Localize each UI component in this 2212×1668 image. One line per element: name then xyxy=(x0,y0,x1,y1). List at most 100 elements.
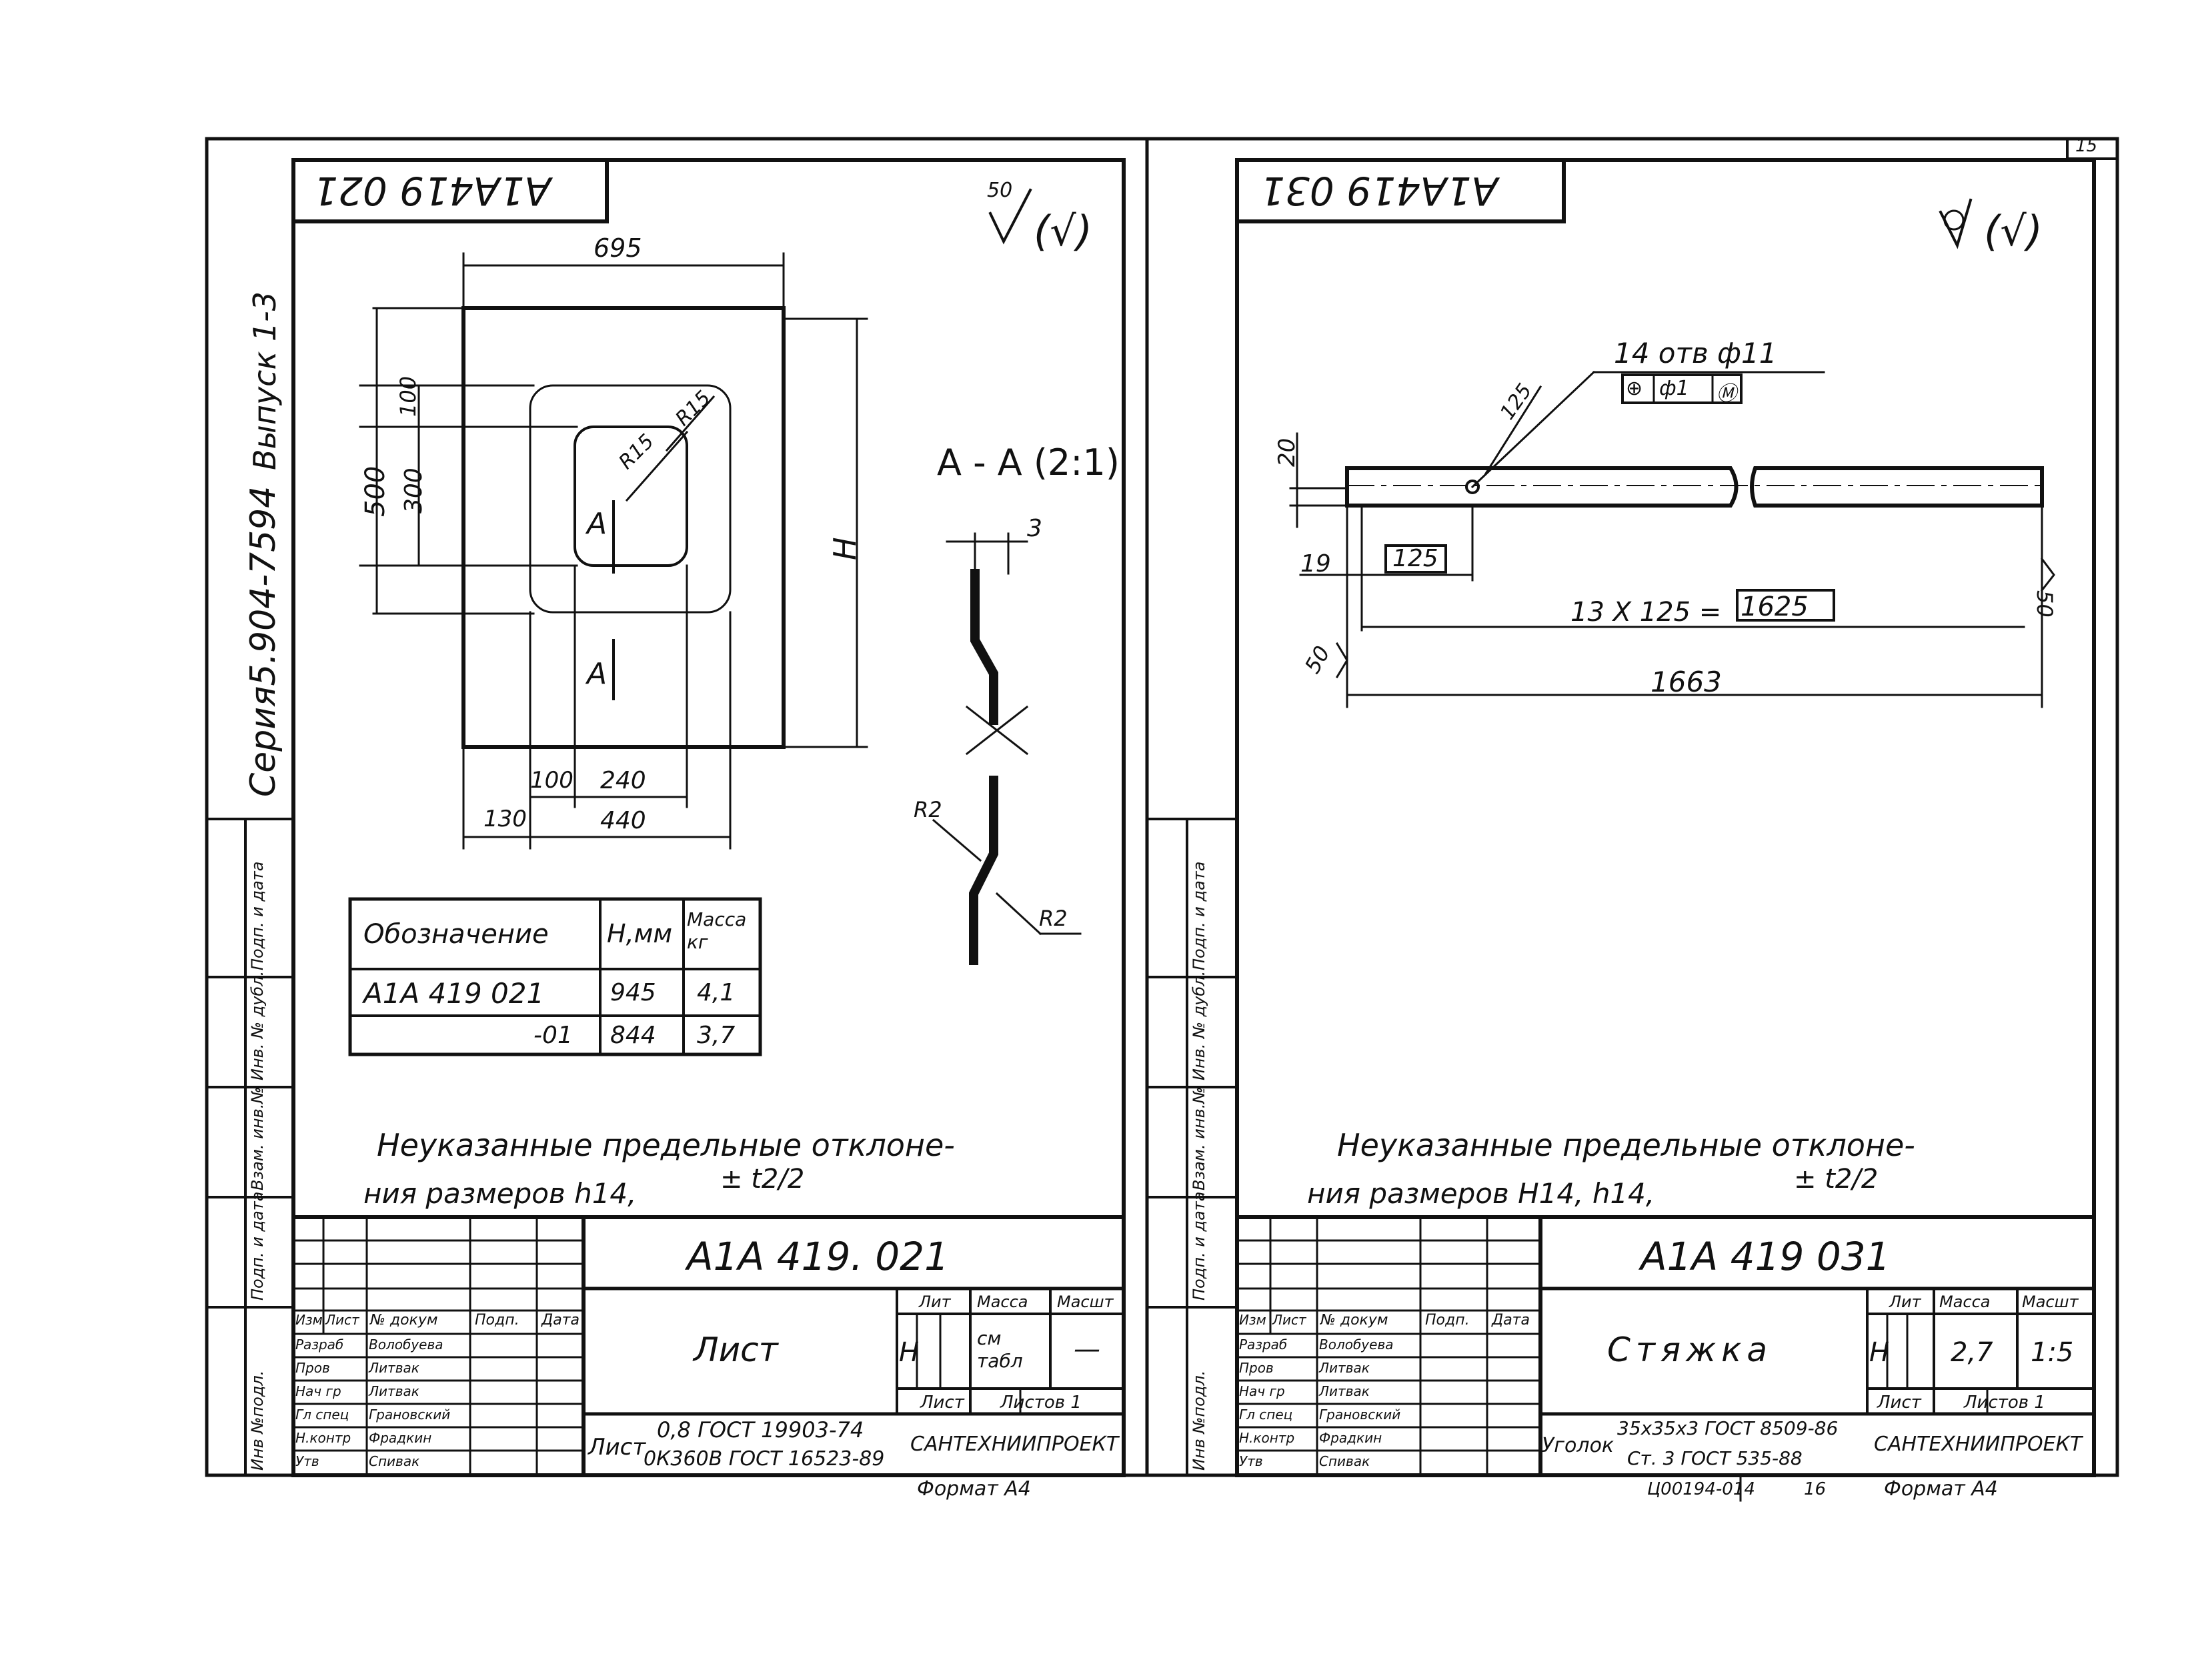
table-header-mass: Масса кг xyxy=(687,908,747,953)
right-col-date: Дата xyxy=(1492,1312,1530,1329)
dim-chain: 13 X 125 = xyxy=(1570,597,1722,628)
left-stamp-org: САНТЕХНИИПРОЕКТ xyxy=(910,1433,1119,1456)
left-person-1: Литвак xyxy=(369,1360,419,1376)
left-person-5: Спивак xyxy=(369,1453,420,1469)
left-note-line2: ния размеров h14, xyxy=(363,1177,637,1210)
right-role-4: Н.контр xyxy=(1239,1430,1295,1446)
left-stamp-material-bottom: 0К360В ГОСТ 16523-89 xyxy=(644,1447,885,1471)
right-role-5: Утв xyxy=(1239,1453,1263,1469)
table-row-1-height: 945 xyxy=(610,979,656,1006)
section-marker-top: A xyxy=(587,507,608,541)
dim-500: 500 xyxy=(360,466,391,517)
left-stamp-mass-header: Масса xyxy=(977,1293,1028,1311)
left-role-5: Утв xyxy=(295,1453,319,1469)
left-roughness-value: 50 xyxy=(987,179,1013,202)
right-role-3: Гл спец xyxy=(1239,1407,1293,1423)
left-stamp-format: Формат А4 xyxy=(917,1477,1031,1501)
dim-125-boxed: 125 xyxy=(1392,545,1438,572)
right-col-sign: Подп. xyxy=(1425,1312,1470,1329)
left-flipped-code: A1A419 021 xyxy=(313,168,551,213)
right-col-list: Лист xyxy=(1272,1312,1306,1328)
left-code-box xyxy=(291,158,609,223)
right-side-label-2: Взам. инв.№ xyxy=(1190,1086,1208,1190)
left-side-label-1: Подп. и дата xyxy=(248,1191,267,1301)
series-label: Серия5.904-7594 xyxy=(243,486,283,797)
right-stamp-lit-header: Лит xyxy=(1889,1293,1921,1311)
dim-1663: 1663 xyxy=(1650,666,1722,698)
right-stamp-material-prefix: Уголок xyxy=(1542,1434,1614,1457)
dim-20: 20 xyxy=(1274,438,1300,467)
left-person-4: Фрадкин xyxy=(369,1430,432,1446)
tol-frame-modifier: Ⓜ xyxy=(1717,382,1737,405)
left-col-izm: Изм xyxy=(295,1312,323,1328)
left-side-label-0: Инв №подл. xyxy=(248,1370,267,1471)
dim-100-bottom: 100 xyxy=(530,767,574,794)
left-col-sign: Подп. xyxy=(475,1312,519,1329)
table-row-1-mass: 4,1 xyxy=(697,979,736,1006)
left-side-label-3: Инв. № дубл. xyxy=(248,970,267,1080)
tol-frame-value: ф1 xyxy=(1659,377,1689,400)
left-role-4: Н.контр xyxy=(295,1430,351,1446)
right-person-5: Спивак xyxy=(1319,1453,1370,1469)
dim-130: 130 xyxy=(483,806,527,832)
section-title: A - A (2:1) xyxy=(937,442,1120,484)
left-role-3: Гл спец xyxy=(295,1407,349,1423)
section-marker-bottom: A xyxy=(587,657,608,691)
left-stamp-name: Лист xyxy=(694,1331,778,1369)
left-stamp-lit-header: Лит xyxy=(919,1293,951,1311)
right-flipped-code: A1A419 031 xyxy=(1260,168,1498,213)
right-note-line2: ния размеров H14, h14, xyxy=(1307,1177,1655,1210)
left-stamp-scale-header: Масшт xyxy=(1057,1293,1114,1311)
left-side-label-4: Подп. и дата xyxy=(248,861,267,971)
dim-H: H xyxy=(827,537,863,560)
right-side-label-3: Инв. № дубл. xyxy=(1190,970,1208,1080)
right-role-2: Нач гр xyxy=(1239,1383,1285,1399)
right-stamp-code: A1A 419 031 xyxy=(1640,1234,1891,1279)
dim-chain-total: 1625 xyxy=(1741,592,1809,622)
right-side-label-0: Инв №подл. xyxy=(1190,1370,1208,1471)
right-person-0: Волобуева xyxy=(1319,1337,1394,1353)
right-stamp-mass-header: Масса xyxy=(1939,1293,1991,1311)
right-stamp-sheets: Листов 1 xyxy=(1964,1393,2045,1413)
dim-19: 19 xyxy=(1300,550,1331,578)
hole-callout: 14 отв ф11 xyxy=(1614,337,1777,369)
dim-r2-bottom: R2 xyxy=(1039,906,1068,931)
right-stamp-lit: Н xyxy=(1869,1337,1890,1368)
right-sheet-number: 15 xyxy=(2075,136,2098,156)
dim-100: 100 xyxy=(395,375,421,417)
left-stamp-scale: — xyxy=(1074,1334,1100,1365)
angle-bar-left-part xyxy=(1345,466,1739,508)
left-role-1: Пров xyxy=(295,1360,330,1376)
left-person-3: Грановский xyxy=(369,1407,451,1423)
dim-300: 300 xyxy=(400,468,427,514)
right-stamp-org: САНТЕХНИИПРОЕКТ xyxy=(1874,1433,2083,1456)
right-stamp-format: Формат А4 xyxy=(1884,1477,1998,1501)
left-role-0: Разраб xyxy=(295,1337,344,1353)
right-roughness-mark: (√) xyxy=(1984,207,2043,255)
plate-recess-outer xyxy=(529,384,732,614)
right-side-label-1: Подп. и дата xyxy=(1190,1191,1208,1301)
left-person-0: Волобуева xyxy=(369,1337,443,1353)
left-stamp-mass: см табл xyxy=(977,1327,1023,1372)
left-roughness-mark: (√) xyxy=(1034,207,1092,255)
left-stamp-sheets: Листов 1 xyxy=(1000,1393,1082,1413)
right-code-box xyxy=(1235,158,1566,223)
right-person-1: Литвак xyxy=(1319,1360,1370,1376)
right-person-3: Грановский xyxy=(1319,1407,1401,1423)
plate-outline xyxy=(461,306,786,749)
table-header-designation: Обозначение xyxy=(363,919,549,950)
right-stamp-material-bottom: Ст. 3 ГОСТ 535-88 xyxy=(1627,1447,1803,1469)
right-col-doc: № докум xyxy=(1320,1312,1388,1329)
left-col-date: Дата xyxy=(541,1312,580,1329)
table-row-2-height: 844 xyxy=(610,1022,656,1049)
dim-240: 240 xyxy=(600,767,646,794)
dim-440: 440 xyxy=(600,807,646,834)
left-stamp-sheet: Лист xyxy=(920,1393,964,1413)
table-header-height: H,мм xyxy=(607,919,672,948)
right-stamp-material-top: 35x35x3 ГОСТ 8509-86 xyxy=(1617,1417,1839,1439)
right-footer-page: 16 xyxy=(1804,1479,1827,1499)
right-role-0: Разраб xyxy=(1239,1337,1288,1353)
table-row-1-designation: A1A 419 021 xyxy=(363,977,545,1010)
right-stamp-scale-header: Масшт xyxy=(2022,1293,2079,1311)
